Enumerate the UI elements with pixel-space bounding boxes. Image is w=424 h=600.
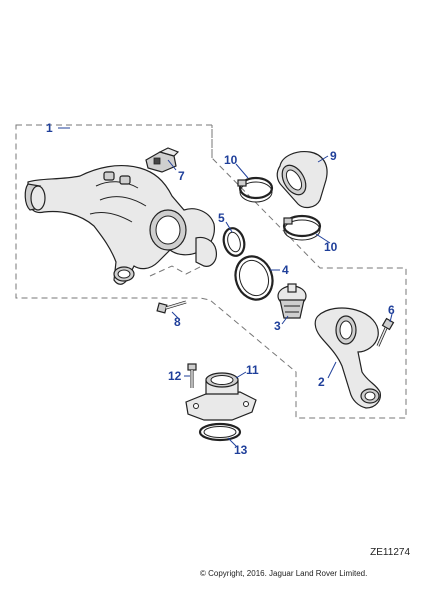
- bolt-8-part: [156, 300, 187, 314]
- thermostat-part: [277, 283, 307, 319]
- callout-9: 9: [330, 149, 337, 163]
- hose-elbow-part: [276, 151, 328, 209]
- callout-12: 12: [168, 369, 182, 383]
- temperature-sensor-part: [145, 147, 180, 173]
- callout-2: 2: [318, 375, 325, 389]
- callout-6: 6: [388, 303, 395, 317]
- callout-1: 1: [46, 121, 53, 135]
- bolt-12-part: [187, 363, 197, 388]
- hose-clamp-lower-part: [282, 214, 322, 241]
- water-outlet-flange-part: [185, 372, 257, 421]
- dashed-split-line: [149, 263, 207, 277]
- leader-lines: [58, 127, 393, 447]
- callout-4: 4: [282, 263, 289, 277]
- dashed-frame-group: [15, 124, 407, 419]
- bolt-6-part: [376, 317, 395, 347]
- callout-5: 5: [218, 211, 225, 225]
- hose-clamp-upper-part: [237, 176, 274, 203]
- o-ring-13-part: [198, 422, 242, 442]
- callout-labels: 1 2 3 4 5 6 7 8 9 10 10 11 12 13: [46, 121, 395, 457]
- callout-8: 8: [174, 315, 181, 329]
- large-seal-part: [234, 255, 274, 301]
- callout-7: 7: [178, 169, 185, 183]
- callout-11: 11: [246, 363, 259, 377]
- outlet-pipe-part: [314, 307, 381, 409]
- callout-10-lower: 10: [324, 240, 338, 254]
- small-seal-part: [222, 227, 246, 257]
- callout-13: 13: [234, 443, 248, 457]
- callout-3: 3: [274, 319, 281, 333]
- copyright-notice: © Copyright, 2016. Jaguar Land Rover Lim…: [200, 569, 368, 578]
- callout-10-upper: 10: [224, 153, 238, 167]
- coolant-housing-part: [24, 164, 217, 285]
- diagram-reference-code: ZE11274: [370, 547, 410, 558]
